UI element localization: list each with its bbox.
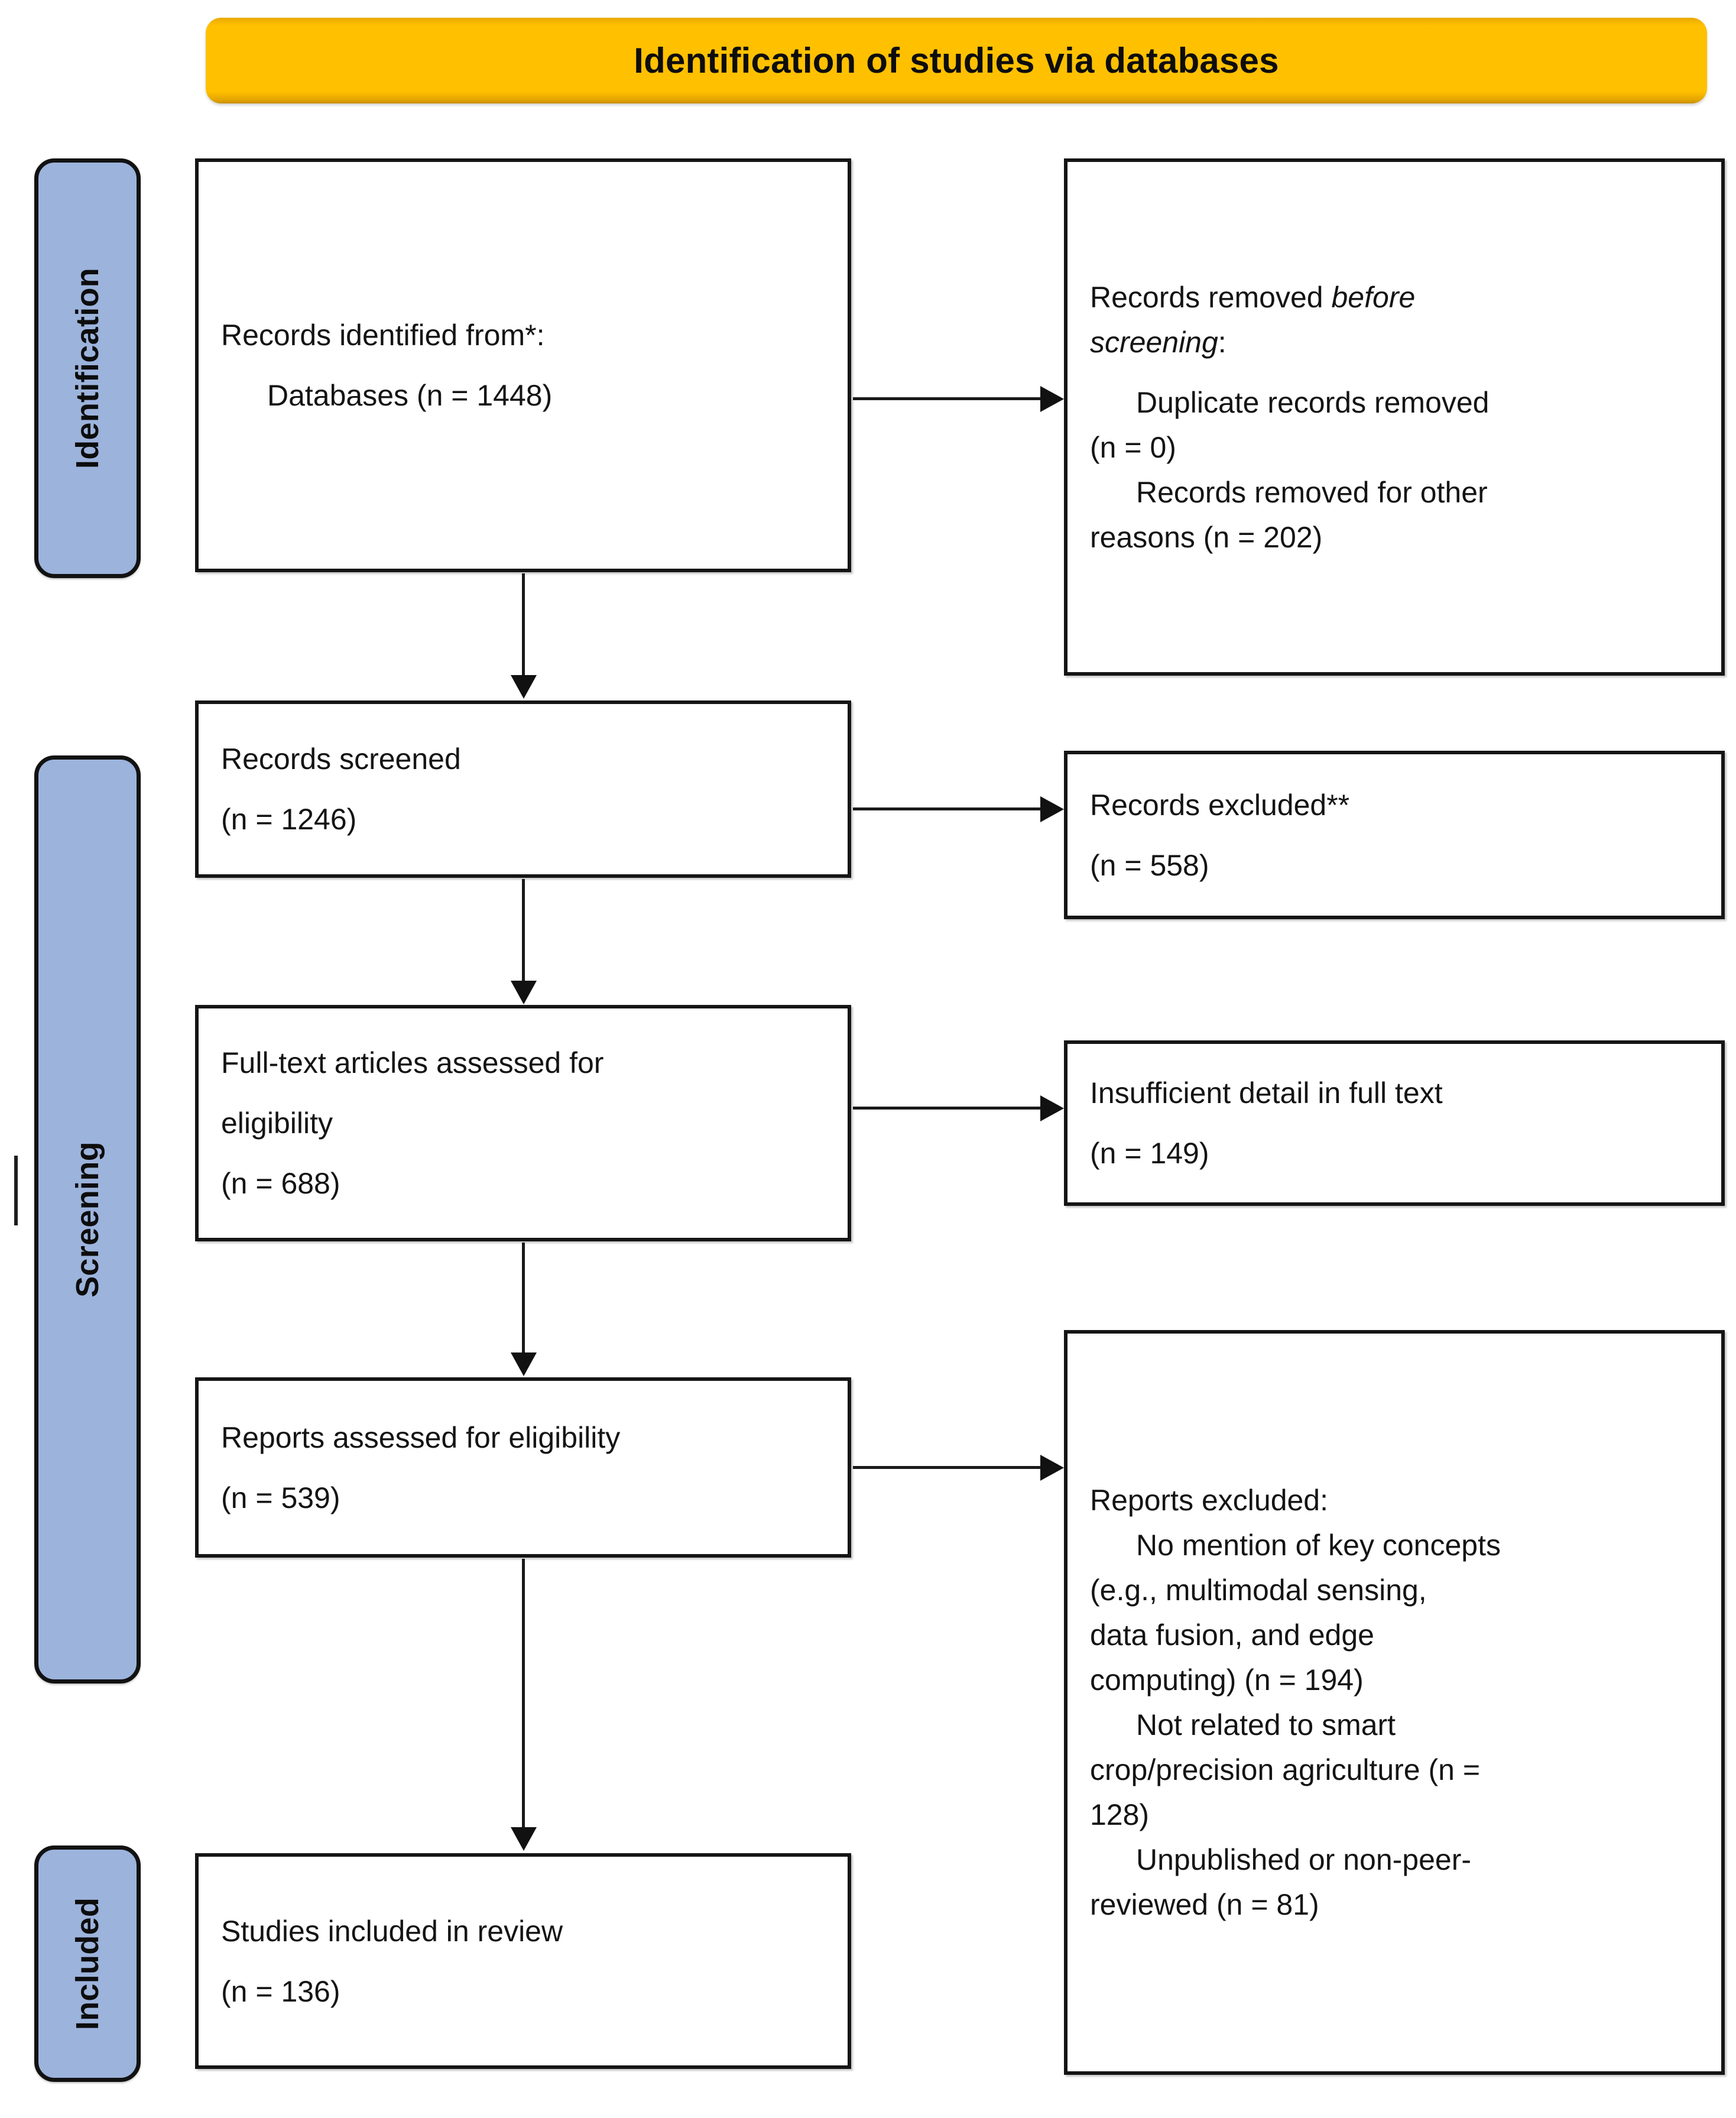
reports-excluded-reason-1-line-1: No mention of key concepts xyxy=(1136,1529,1501,1562)
insufficient-line-1: Insufficient detail in full text xyxy=(1090,1076,1443,1110)
records-identified-line-1: Records identified from*: xyxy=(221,319,545,352)
reports-excluded-reason-1-line-2: (e.g., multimodal sensing, xyxy=(1090,1574,1427,1607)
header-title: Identification of studies via databases xyxy=(634,41,1279,80)
included-line-1: Studies included in review xyxy=(221,1914,563,1948)
fulltext-line-3: (n = 688) xyxy=(221,1167,340,1200)
arrow-identified-to-removed-before xyxy=(853,386,1064,412)
edge-tick-mark xyxy=(14,1156,18,1225)
records-removed-plain-1: Records removed xyxy=(1090,280,1332,314)
records-removed-line-1: Records removed before xyxy=(1090,275,1699,320)
header-banner: Identification of studies via databases xyxy=(206,18,1707,103)
included-line-2: (n = 136) xyxy=(221,1974,340,2008)
box-records-identified: Records identified from*: Databases (n =… xyxy=(195,158,851,572)
stage-screening-text: Screening xyxy=(70,1141,106,1298)
records-screened-line-1: Records screened xyxy=(221,742,461,776)
reports-excluded-reason-1-line-4: computing) (n = 194) xyxy=(1090,1663,1364,1697)
records-removed-plain-2: : xyxy=(1218,325,1226,359)
box-studies-included-in-review: Studies included in review (n = 136) xyxy=(195,1853,851,2069)
records-excluded-line-1: Records excluded** xyxy=(1090,788,1350,822)
box-reports-assessed-for-eligibility: Reports assessed for eligibility (n = 53… xyxy=(195,1377,851,1558)
reports-excluded-title: Reports excluded: xyxy=(1090,1484,1329,1517)
fulltext-line-1: Full-text articles assessed for xyxy=(221,1046,604,1079)
reports-excluded-reason-2-line-3: 128) xyxy=(1090,1798,1150,1831)
box-records-excluded: Records excluded** (n = 558) xyxy=(1064,751,1725,919)
arrow-identified-to-screened xyxy=(511,573,537,700)
box-fulltext-articles-assessed: Full-text articles assessed for eligibil… xyxy=(195,1005,851,1241)
reports-excluded-reason-3-line-1: Unpublished or non-peer- xyxy=(1136,1843,1472,1876)
stage-included-text: Included xyxy=(70,1897,106,2031)
insufficient-line-2: (n = 149) xyxy=(1090,1137,1209,1170)
reports-assessed-line-1: Reports assessed for eligibility xyxy=(221,1420,621,1454)
reports-excluded-reason-1-line-3: data fusion, and edge xyxy=(1090,1618,1374,1652)
records-excluded-line-2: (n = 558) xyxy=(1090,848,1209,882)
records-removed-italic-1: before xyxy=(1331,280,1416,314)
arrow-fulltext-to-insufficient xyxy=(853,1095,1064,1121)
stage-identification-text: Identification xyxy=(70,267,106,469)
records-removed-line-6: reasons (n = 202) xyxy=(1090,520,1323,554)
reports-excluded-reason-2-line-1: Not related to smart xyxy=(1136,1708,1396,1741)
records-screened-line-2: (n = 1246) xyxy=(221,803,357,836)
arrow-screened-to-fulltext xyxy=(511,879,537,1006)
arrow-reports-assessed-to-reports-excluded xyxy=(853,1455,1064,1481)
records-removed-line-5: Records removed for other xyxy=(1136,475,1488,509)
reports-excluded-reason-3-line-2: reviewed (n = 81) xyxy=(1090,1888,1319,1921)
box-insufficient-detail: Insufficient detail in full text (n = 14… xyxy=(1064,1040,1725,1206)
records-removed-line-4: (n = 0) xyxy=(1090,430,1176,464)
arrow-reports-assessed-to-included xyxy=(511,1559,537,1854)
box-records-removed-before-screening: Records removed before screening: Duplic… xyxy=(1064,158,1725,676)
stage-label-identification: Identification xyxy=(34,158,141,578)
records-removed-line-2: screening: xyxy=(1090,320,1699,365)
box-records-screened: Records screened (n = 1246) xyxy=(195,700,851,878)
stage-label-included: Included xyxy=(34,1845,141,2082)
box-reports-excluded: Reports excluded: No mention of key conc… xyxy=(1064,1330,1725,2075)
reports-excluded-reason-2-line-2: crop/precision agriculture (n = xyxy=(1090,1753,1481,1786)
records-removed-italic-2: screening xyxy=(1090,325,1218,359)
fulltext-line-2: eligibility xyxy=(221,1107,333,1140)
arrow-fulltext-to-reports-assessed xyxy=(511,1243,537,1379)
records-identified-line-2: Databases (n = 1448) xyxy=(267,379,553,412)
reports-assessed-line-2: (n = 539) xyxy=(221,1481,340,1514)
arrow-screened-to-records-excluded xyxy=(853,796,1064,822)
records-removed-line-3: Duplicate records removed xyxy=(1136,385,1490,419)
stage-label-screening: Screening xyxy=(34,755,141,1684)
